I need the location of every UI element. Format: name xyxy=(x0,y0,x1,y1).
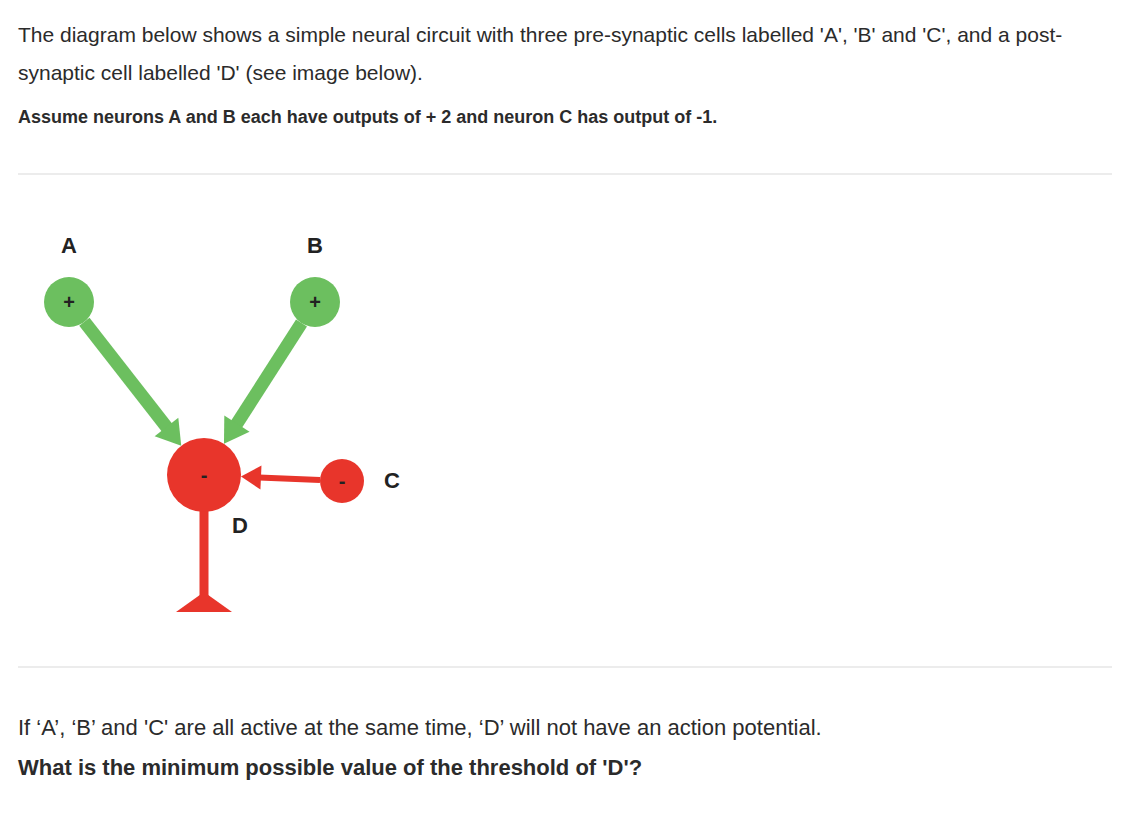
synapse-head xyxy=(241,465,262,489)
neuron-label: D xyxy=(232,515,248,537)
question-text: The diagram below shows a simple neural … xyxy=(18,16,1118,92)
polarity-sign: - xyxy=(201,465,208,485)
question-text: What is the minimum possible value of th… xyxy=(18,753,1118,783)
axon-line xyxy=(259,477,320,480)
neuron-cell: +A xyxy=(44,277,94,327)
neuron-cell: +B xyxy=(290,277,340,327)
neuron-cell: -D xyxy=(167,438,241,512)
question-text: If ‘A’, ‘B’ and 'C' are all active at th… xyxy=(18,713,1118,743)
neuron-cell: -C xyxy=(320,459,364,503)
axon xyxy=(200,505,209,600)
polarity-sign: + xyxy=(63,292,75,312)
divider xyxy=(18,666,1112,668)
synapse-connector xyxy=(84,322,181,446)
axon-line xyxy=(236,323,302,425)
neuron-label: A xyxy=(61,235,77,257)
neuron-label: B xyxy=(307,235,323,257)
axon-terminal xyxy=(176,592,232,612)
synapse-connector xyxy=(241,465,320,489)
polarity-sign: - xyxy=(339,471,346,491)
synapse-connector xyxy=(224,323,302,444)
axon-line xyxy=(84,322,167,429)
synapse-head xyxy=(224,416,250,444)
divider xyxy=(18,173,1112,175)
neuron-label: C xyxy=(384,470,400,492)
synapse-head xyxy=(155,418,182,446)
polarity-sign: + xyxy=(309,292,321,312)
question-text: Assume neurons A and B each have outputs… xyxy=(18,104,1118,130)
